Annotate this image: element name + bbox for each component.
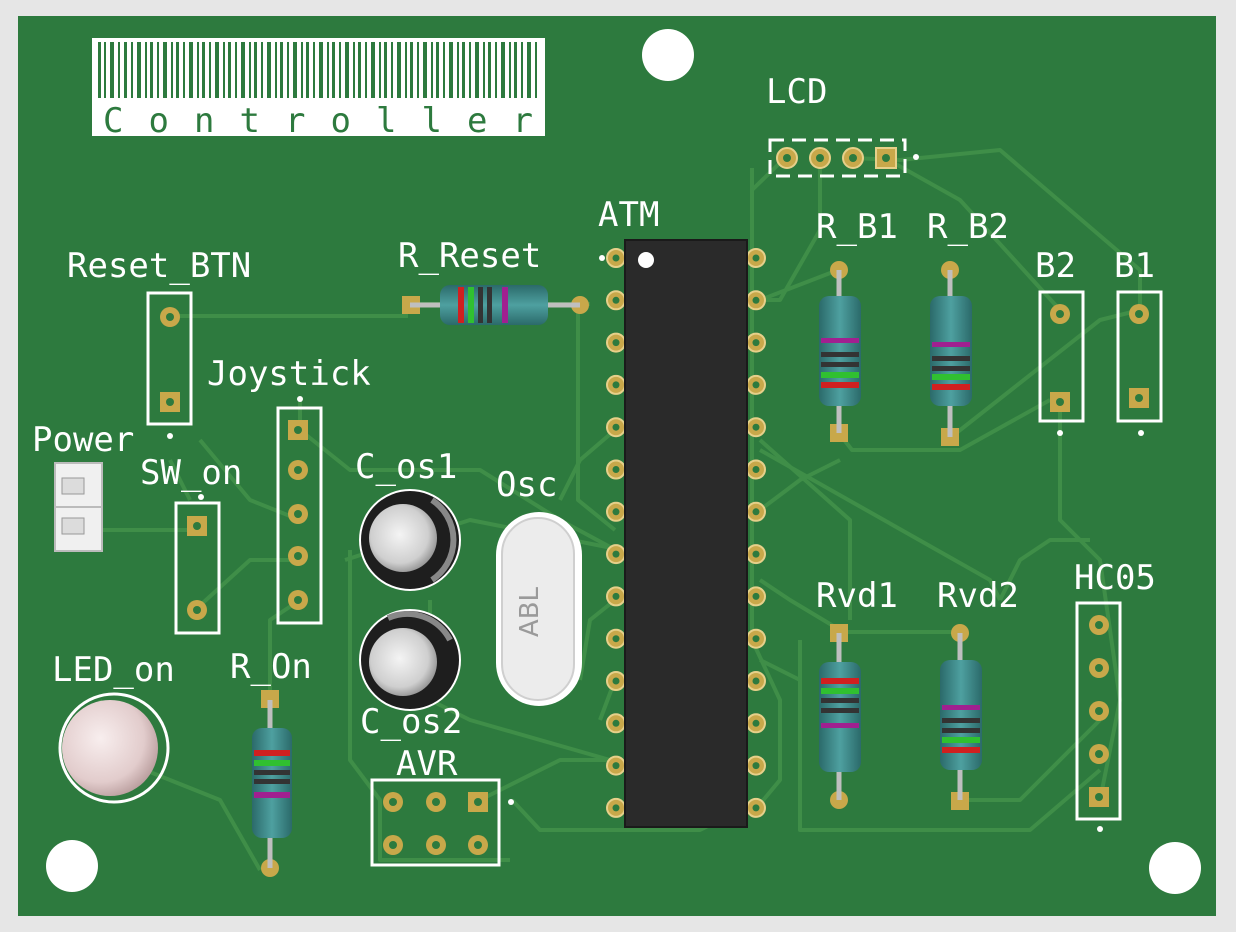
label-r-b1: R_B1 bbox=[816, 207, 898, 247]
b2-header bbox=[1038, 290, 1085, 436]
crystal-marking: ABL bbox=[515, 586, 545, 637]
rvd1-resistor bbox=[819, 624, 861, 809]
r-reset-resistor bbox=[402, 285, 589, 325]
lcd-header bbox=[768, 138, 919, 178]
label-lcd: LCD bbox=[766, 72, 827, 112]
r-b2-resistor bbox=[930, 261, 972, 446]
label-r-reset: R_Reset bbox=[398, 236, 541, 276]
atm-pins-right bbox=[746, 248, 766, 818]
atm-pin-hole bbox=[752, 381, 760, 389]
label-rvd2: Rvd2 bbox=[937, 576, 1019, 616]
atm-pin-hole bbox=[612, 762, 620, 770]
label-joystick: Joystick bbox=[207, 354, 371, 394]
label-b2: B2 bbox=[1035, 246, 1076, 286]
atm-pin-hole bbox=[612, 508, 620, 516]
label-r-on: R_On bbox=[230, 647, 312, 687]
label-r-b2: R_B2 bbox=[927, 207, 1009, 247]
atm-pin-hole bbox=[752, 719, 760, 727]
label-osc: Osc bbox=[496, 465, 557, 505]
sw-on-header bbox=[174, 494, 221, 635]
atm-pin-hole bbox=[612, 550, 620, 558]
label-b1: B1 bbox=[1114, 246, 1155, 286]
atm-pin-hole bbox=[612, 339, 620, 347]
barcode-stripes bbox=[98, 42, 537, 98]
atm-pin-hole bbox=[752, 677, 760, 685]
atm-pin-hole bbox=[752, 339, 760, 347]
label-atm: ATM bbox=[598, 195, 659, 235]
atm-pin-hole bbox=[752, 296, 760, 304]
atm-pin-hole bbox=[612, 423, 620, 431]
reset-button-header bbox=[146, 291, 193, 439]
atm-pin-hole bbox=[612, 254, 620, 262]
atm-pin-hole bbox=[612, 466, 620, 473]
controller-logo: Controller bbox=[92, 38, 545, 141]
avr-isp-header bbox=[370, 778, 514, 867]
atm-pin-hole bbox=[612, 719, 620, 727]
hc05-header bbox=[1075, 601, 1122, 832]
atm-pin-hole bbox=[752, 423, 760, 431]
mounting-holes bbox=[46, 29, 1201, 894]
label-power: Power bbox=[32, 420, 134, 460]
atm-pin-hole bbox=[612, 804, 620, 812]
atm-pin-hole bbox=[752, 762, 760, 770]
capacitor-c-os1 bbox=[359, 489, 461, 591]
label-rvd1: Rvd1 bbox=[816, 576, 898, 616]
silkscreen-labels: LCD ATM R_Reset Reset_BTN Joystick Power… bbox=[32, 72, 1156, 784]
atmega-chip bbox=[599, 239, 766, 828]
rvd2-resistor bbox=[940, 624, 982, 810]
r-on-resistor bbox=[252, 690, 292, 877]
atm-pin-hole bbox=[752, 804, 760, 812]
joystick-header bbox=[276, 396, 323, 625]
atm-pin-hole bbox=[752, 592, 760, 600]
label-sw-on: SW_on bbox=[140, 453, 242, 493]
atm-pins-left bbox=[606, 248, 626, 818]
label-reset-btn: Reset_BTN bbox=[67, 246, 251, 286]
atm-pin-hole bbox=[612, 296, 620, 304]
label-hc05: HC05 bbox=[1074, 558, 1156, 598]
label-led-on: LED_on bbox=[52, 650, 175, 690]
power-connector bbox=[54, 462, 103, 552]
atm-pin-hole bbox=[612, 381, 620, 389]
r-b1-resistor bbox=[819, 261, 861, 442]
atm-pin-hole bbox=[612, 592, 620, 600]
label-c-os1: C_os1 bbox=[355, 447, 457, 487]
atm-pin-hole bbox=[612, 635, 620, 643]
atm-pin-hole bbox=[612, 677, 620, 685]
label-avr: AVR bbox=[396, 744, 458, 784]
capacitor-c-os2 bbox=[359, 609, 461, 711]
b1-header bbox=[1116, 290, 1163, 436]
crystal-oscillator: ABL bbox=[496, 512, 582, 706]
atm-pin-hole bbox=[752, 466, 760, 473]
atm-pin-hole bbox=[752, 550, 760, 558]
atm-pin-hole bbox=[752, 254, 760, 262]
label-c-os2: C_os2 bbox=[360, 702, 462, 742]
led-on bbox=[58, 692, 170, 804]
atm-pin-hole bbox=[752, 508, 760, 516]
atm-pin-hole bbox=[752, 635, 760, 643]
